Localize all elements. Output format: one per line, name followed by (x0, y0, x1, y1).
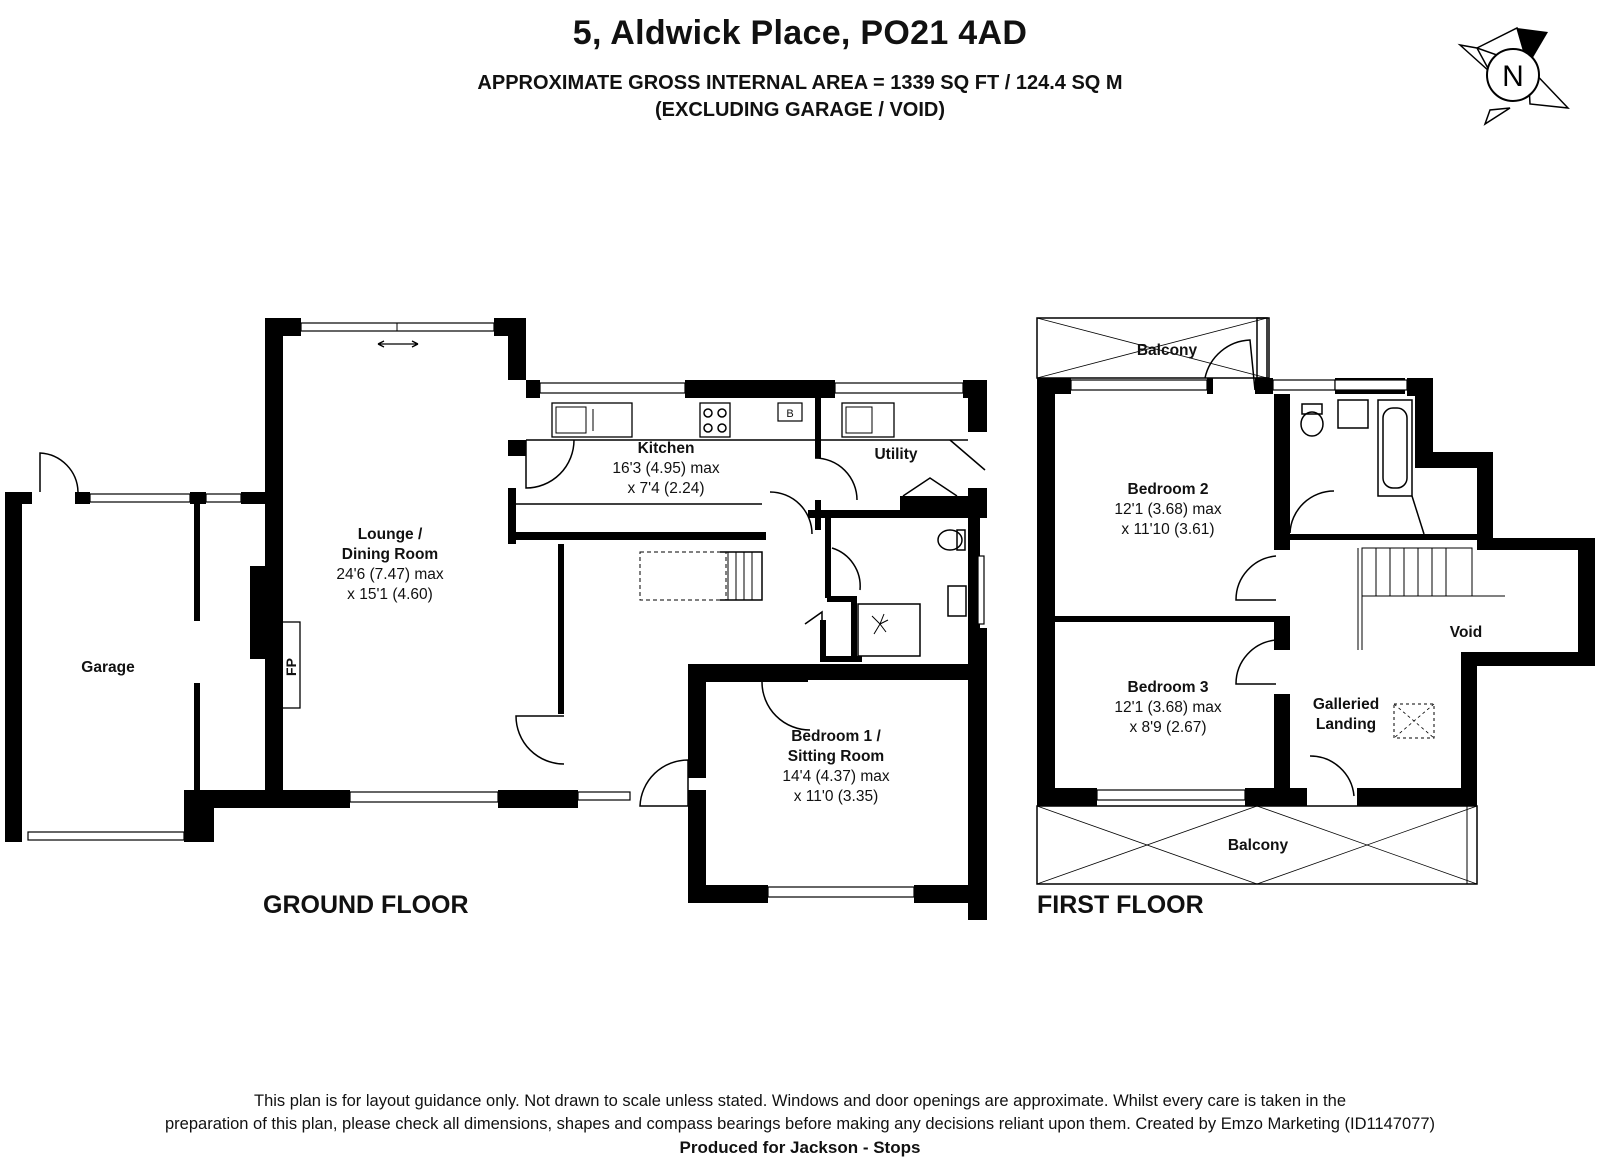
disclaimer-line-1: This plan is for layout guidance only. N… (253, 1092, 1346, 1110)
first-floor-label: FIRST FLOOR (1037, 891, 1204, 919)
area-summary: APPROXIMATE GROSS INTERNAL AREA = 1339 S… (477, 72, 1123, 94)
kitchen-label: Kitchen (638, 440, 695, 457)
bedroom1-dimension-2: x 11'0 (3.35) (794, 788, 879, 805)
fireplace-label: FP (283, 658, 299, 676)
kitchen-dimension-1: 16'3 (4.95) max (612, 460, 719, 477)
lounge-dimension-1: 24'6 (7.47) max (336, 566, 443, 583)
lounge-dimension-2: x 15'1 (4.60) (347, 586, 433, 603)
landing-label-line1: Galleried (1313, 696, 1379, 713)
disclaimer-line-2: preparation of this plan, please check a… (165, 1115, 1435, 1133)
page-title: 5, Aldwick Place, PO21 4AD (572, 14, 1028, 52)
balcony-bottom-label: Balcony (1228, 837, 1289, 854)
bedroom2-dimension-1: 12'1 (3.68) max (1114, 501, 1221, 518)
garage-label: Garage (81, 659, 135, 676)
garage-walls (5, 452, 268, 842)
bedroom2-label: Bedroom 2 (1128, 481, 1209, 498)
lounge-label-line2: Dining Room (342, 546, 438, 563)
void-label: Void (1450, 624, 1482, 641)
bedroom1-label-line2: Sitting Room (788, 748, 884, 765)
ground-floor-plan: FP (5, 318, 987, 920)
ground-floor-label: GROUND FLOOR (263, 891, 469, 919)
first-floor-plan (1036, 317, 1595, 885)
balcony-top-label: Balcony (1137, 342, 1198, 359)
compass-icon: N (1457, 26, 1570, 126)
boiler-label: B (786, 408, 793, 420)
bedroom3-dimension-2: x 8'9 (2.67) (1129, 719, 1206, 736)
utility-label: Utility (874, 446, 917, 463)
bedroom3-label: Bedroom 3 (1128, 679, 1209, 696)
lounge-label-line1: Lounge / (358, 526, 423, 543)
bedroom1-label-line1: Bedroom 1 / (791, 728, 881, 745)
bedroom3-dimension-1: 12'1 (3.68) max (1114, 699, 1221, 716)
produced-for: Produced for Jackson - Stops (679, 1138, 921, 1157)
landing-label-line2: Landing (1316, 716, 1376, 733)
compass-north-label: N (1502, 60, 1524, 93)
area-exclusion-note: (EXCLUDING GARAGE / VOID) (654, 99, 945, 121)
kitchen-dimension-2: x 7'4 (2.24) (627, 480, 704, 497)
bedroom2-dimension-2: x 11'10 (3.61) (1121, 521, 1214, 538)
bedroom1-dimension-1: 14'4 (4.37) max (782, 768, 889, 785)
